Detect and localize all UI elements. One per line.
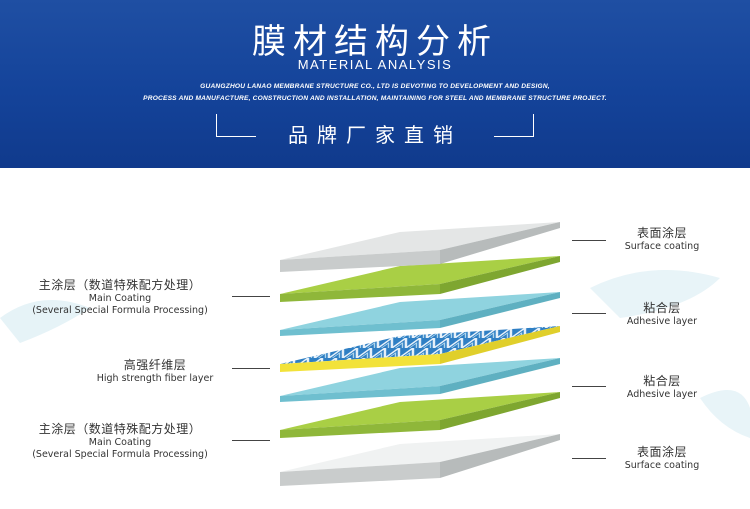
layer-fiber (280, 326, 560, 372)
title-english: MATERIAL ANALYSIS (297, 57, 453, 72)
slogan-line-right (494, 136, 534, 137)
leader-adhesive-top (572, 313, 606, 314)
leader-surface-coating-top (572, 240, 606, 241)
label-surface-coating-bottom-cn: 表面涂层 (636, 445, 687, 459)
label-surface-coating-bottom-en: Surface coating (624, 460, 700, 471)
slogan-bracket-right (533, 114, 534, 136)
label-fiber-layer-en: High strength fiber layer (96, 373, 214, 384)
label-surface-coating-top: 表面涂层 Surface coating (612, 224, 712, 253)
label-main-coating-top-en1: Main Coating (88, 293, 152, 304)
label-fiber-layer-cn: 高强纤维层 (123, 358, 187, 372)
label-adhesive-bottom-cn: 粘合层 (643, 374, 681, 388)
label-adhesive-top-cn: 粘合层 (643, 301, 681, 315)
label-adhesive-top-en: Adhesive layer (626, 316, 698, 327)
label-main-coating-bottom-en2: (Several Special Formula Processing) (32, 449, 208, 460)
company-description: GUANGZHOU LANAO MEMBRANE STRUCTURE CO., … (0, 81, 750, 105)
slogan-frame: 品牌厂家直销 (216, 114, 534, 147)
leader-main-coating-bottom (232, 440, 270, 441)
leader-main-coating-top (232, 296, 270, 297)
layer-surface-coating-top (280, 222, 560, 272)
layer-surface-coating-bottom (280, 434, 560, 486)
slogan-line-left (216, 136, 256, 137)
company-line-2: PROCESS AND MANUFACTURE, CONSTRUCTION AN… (143, 95, 607, 102)
label-main-coating-bottom-en1: Main Coating (88, 437, 152, 448)
leader-adhesive-bottom (572, 386, 606, 387)
layer-adhesive-top (280, 292, 560, 336)
layer-main-coating-top (280, 256, 560, 302)
header-banner: 膜材结构分析 MATERIAL ANALYSIS GUANGZHOU LANAO… (0, 0, 750, 168)
slogan-bracket-left (216, 114, 217, 136)
label-main-coating-bottom: 主涂层（数道特殊配方处理） Main Coating (Several Spec… (20, 420, 220, 461)
label-fiber-layer: 高强纤维层 High strength fiber layer (80, 356, 230, 385)
label-main-coating-top-en2: (Several Special Formula Processing) (32, 305, 208, 316)
label-main-coating-bottom-cn: 主涂层（数道特殊配方处理） (38, 422, 202, 436)
layer-main-coating-bottom (280, 392, 560, 438)
layer-adhesive-bottom (280, 358, 560, 402)
background-watermark (0, 270, 750, 438)
label-adhesive-top: 粘合层 Adhesive layer (612, 299, 712, 328)
label-surface-coating-top-cn: 表面涂层 (636, 226, 687, 240)
leader-fiber-layer (232, 368, 270, 369)
label-main-coating-top-cn: 主涂层（数道特殊配方处理） (38, 278, 202, 292)
leader-surface-coating-bottom (572, 458, 606, 459)
title-chinese: 膜材结构分析 (252, 22, 498, 62)
membrane-layers (280, 222, 560, 486)
slogan-text: 品牌厂家直销 (288, 123, 462, 147)
label-adhesive-bottom-en: Adhesive layer (626, 389, 698, 400)
label-surface-coating-bottom: 表面涂层 Surface coating (612, 443, 712, 472)
company-line-1: GUANGZHOU LANAO MEMBRANE STRUCTURE CO., … (200, 83, 550, 90)
structure-diagram-area: 主涂层（数道特殊配方处理） Main Coating (Several Spec… (0, 168, 750, 509)
label-surface-coating-top-en: Surface coating (624, 241, 700, 252)
label-adhesive-bottom: 粘合层 Adhesive layer (612, 372, 712, 401)
label-main-coating-top: 主涂层（数道特殊配方处理） Main Coating (Several Spec… (20, 276, 220, 317)
